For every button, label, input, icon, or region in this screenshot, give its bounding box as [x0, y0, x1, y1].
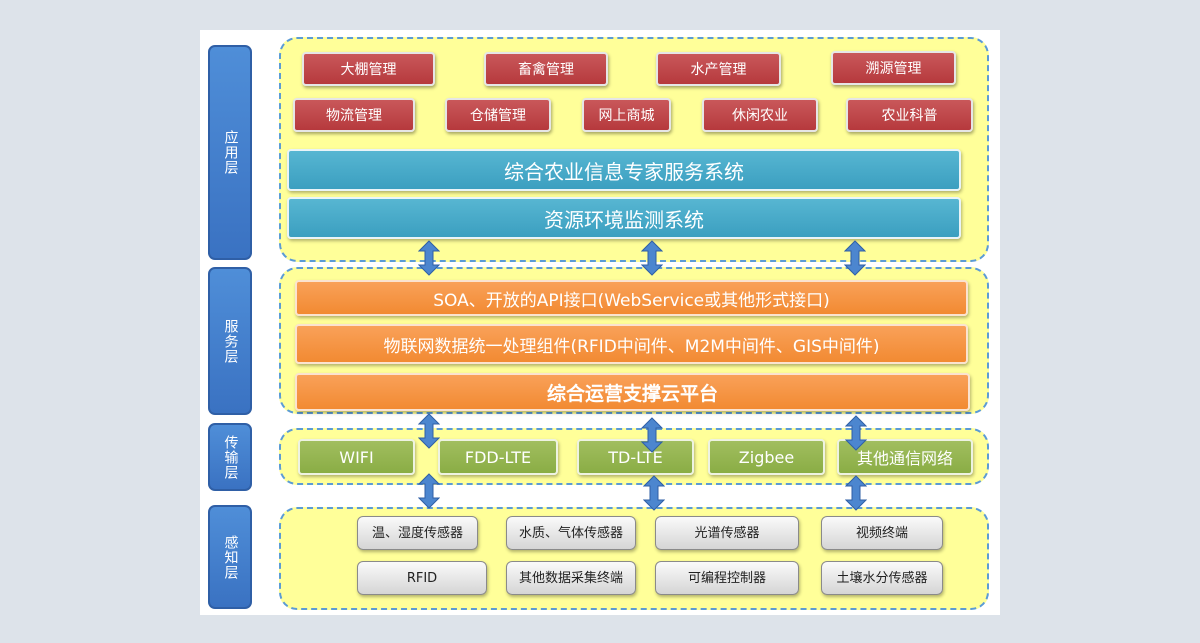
app-module-label: 畜禽管理: [518, 62, 574, 78]
app-module-label: 水产管理: [690, 62, 747, 78]
app-module-label: 农业科普: [881, 108, 938, 124]
system-label: 综合农业信息专家服务系统: [504, 159, 744, 184]
network-label: FDD-LTE: [464, 447, 532, 467]
layer-label-service: 服务层: [222, 318, 239, 364]
service-data-processing: 物联网数据统一处理组件(RFID中间件、M2M中间件、GIS中间件): [295, 324, 968, 364]
double-arrow-icon: [845, 415, 867, 451]
layer-tab-transport: 传输层: [208, 423, 252, 491]
service-api-interface: SOA、开放的API接口(WebService或其他形式接口): [295, 280, 968, 316]
double-arrow-icon: [845, 475, 867, 511]
app-module-livestock: 畜禽管理: [484, 52, 608, 86]
app-module-warehouse: 仓储管理: [445, 98, 551, 132]
sensor-label: 光谱传感器: [694, 525, 760, 541]
sensor-plc: 可编程控制器: [655, 561, 799, 595]
double-arrow-icon: [418, 240, 440, 276]
layer-label-perception: 感知层: [222, 534, 239, 580]
sensor-rfid: RFID: [357, 561, 487, 595]
sensor-spectral: 光谱传感器: [655, 516, 799, 550]
double-arrow-icon: [641, 417, 663, 453]
sensor-video-terminal: 视频终端: [821, 516, 943, 550]
layer-label-transport: 传输层: [222, 434, 239, 480]
double-arrow-icon: [418, 473, 440, 509]
app-module-label: 网上商城: [598, 108, 655, 124]
architecture-diagram: 应用层 服务层 传输层 感知层 大棚管理 畜禽管理 水产管理 溯源管理 物流管理…: [200, 30, 1000, 615]
sensor-label: 温、湿度传感器: [371, 525, 463, 541]
app-module-aquatic: 水产管理: [656, 52, 781, 86]
sensor-temp-humidity: 温、湿度传感器: [357, 516, 478, 550]
sensor-label: RFID: [406, 570, 438, 586]
app-module-label: 大棚管理: [340, 62, 397, 78]
sensor-label: 土壤水分传感器: [836, 570, 928, 586]
app-module-label: 溯源管理: [865, 61, 922, 77]
app-module-online-store: 网上商城: [582, 98, 671, 132]
service-label: 综合运营支撑云平台: [546, 382, 718, 405]
sensor-label: 水质、气体传感器: [518, 525, 623, 541]
app-module-greenhouse: 大棚管理: [302, 52, 435, 86]
network-zigbee: Zigbee: [708, 439, 825, 475]
double-arrow-icon: [641, 240, 663, 276]
app-module-agri-education: 农业科普: [846, 98, 973, 132]
system-label: 资源环境监测系统: [544, 207, 704, 232]
service-label: SOA、开放的API接口(WebService或其他形式接口): [433, 290, 830, 311]
network-wifi: WIFI: [298, 439, 415, 475]
layer-tab-application: 应用层: [208, 45, 252, 260]
layer-tab-perception: 感知层: [208, 505, 252, 609]
system-environment-monitoring: 资源环境监测系统: [287, 197, 961, 239]
double-arrow-icon: [418, 413, 440, 449]
network-label: TD-LTE: [608, 447, 663, 467]
sensor-label: 视频终端: [855, 525, 908, 541]
network-label: WIFI: [339, 447, 374, 467]
network-fdd-lte: FDD-LTE: [438, 439, 558, 475]
sensor-water-gas: 水质、气体传感器: [506, 516, 636, 550]
network-label: Zigbee: [738, 447, 795, 467]
service-label: 物联网数据统一处理组件(RFID中间件、M2M中间件、GIS中间件): [383, 336, 880, 357]
double-arrow-icon: [844, 240, 866, 276]
sensor-label: 可编程控制器: [687, 570, 766, 586]
sensor-soil-moisture: 土壤水分传感器: [821, 561, 943, 595]
app-module-traceability: 溯源管理: [831, 51, 956, 85]
system-expert-service: 综合农业信息专家服务系统: [287, 149, 961, 191]
sensor-other-collection: 其他数据采集终端: [506, 561, 636, 595]
app-module-leisure-agriculture: 休闲农业: [702, 98, 818, 132]
app-module-logistics: 物流管理: [293, 98, 415, 132]
layer-tab-service: 服务层: [208, 267, 252, 415]
app-module-label: 休闲农业: [732, 108, 788, 124]
sensor-label: 其他数据采集终端: [518, 570, 623, 586]
layer-label-application: 应用层: [222, 130, 239, 175]
double-arrow-icon: [643, 475, 665, 511]
service-cloud-platform: 综合运营支撑云平台: [295, 373, 970, 411]
app-module-label: 物流管理: [326, 108, 382, 124]
network-td-lte: TD-LTE: [577, 439, 694, 475]
app-module-label: 仓储管理: [470, 108, 526, 124]
network-label: 其他通信网络: [856, 449, 953, 468]
